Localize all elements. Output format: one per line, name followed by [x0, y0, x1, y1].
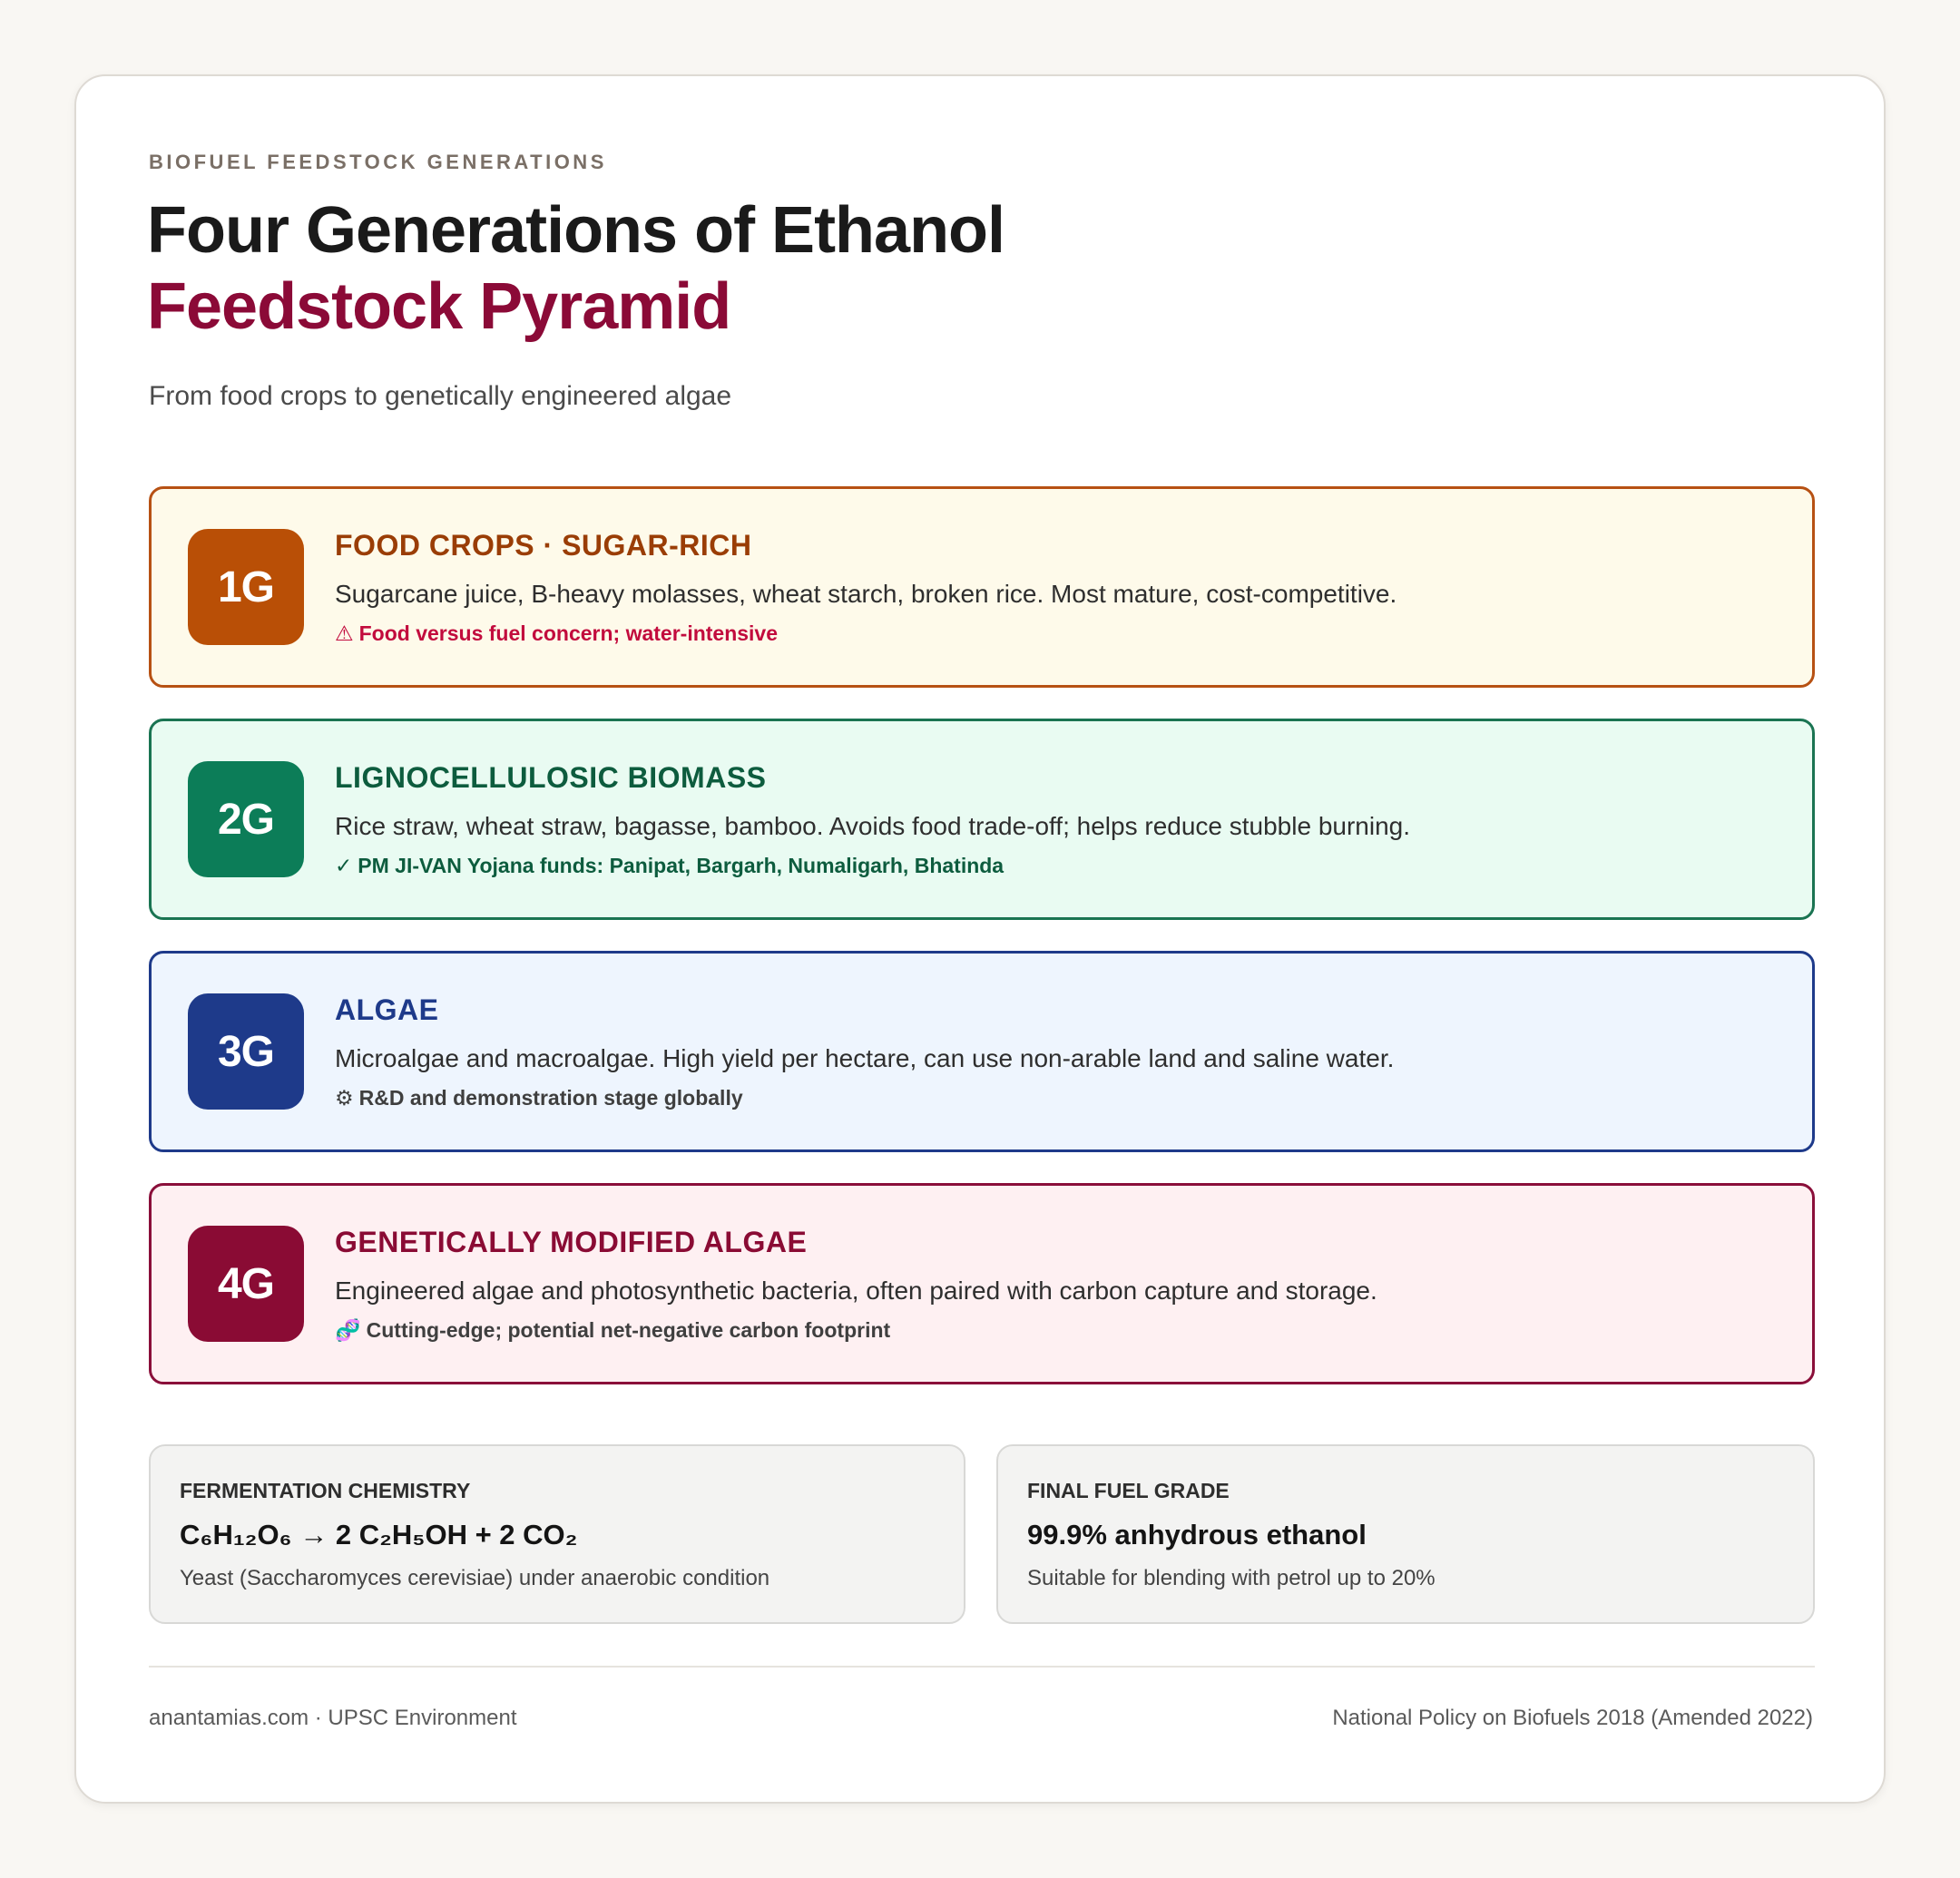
generation-badge: 4G [188, 1226, 304, 1342]
generation-note: ✓PM JI-VAN Yojana funds: Panipat, Bargar… [335, 854, 1004, 878]
generation-note: 🧬Cutting-edge; potential net-negative ca… [335, 1318, 890, 1343]
generation-note: ⚙R&D and demonstration stage globally [335, 1086, 743, 1110]
generation-title: GENETICALLY MODIFIED ALGAE [335, 1226, 808, 1258]
info-subtext: Yeast (Saccharomyces cerevisiae) under a… [180, 1566, 770, 1590]
page-title: Four Generations of Ethanol [147, 194, 1005, 267]
footer-divider [149, 1666, 1815, 1668]
generation-note: ⚠Food versus fuel concern; water-intensi… [335, 621, 778, 646]
gear-icon: ⚙ [335, 1086, 354, 1110]
page-title-highlight: Feedstock Pyramid [147, 270, 731, 343]
generation-description: Engineered algae and photosynthetic bact… [335, 1276, 1377, 1305]
info-subtext: Suitable for blending with petrol up to … [1027, 1566, 1436, 1590]
page-subtitle: From food crops to genetically engineere… [149, 381, 732, 411]
info-label: FINAL FUEL GRADE [1027, 1479, 1230, 1502]
generation-card-2g: 2G LIGNOCELLULOSIC BIOMASS Rice straw, w… [149, 719, 1815, 920]
generation-description: Rice straw, wheat straw, bagasse, bamboo… [335, 812, 1411, 840]
generation-card-3g: 3G ALGAE Microalgae and macroalgae. High… [149, 951, 1815, 1152]
generation-badge: 1G [188, 529, 304, 645]
final-fuel-grade-box: FINAL FUEL GRADE 99.9% anhydrous ethanol… [996, 1444, 1815, 1624]
info-label: FERMENTATION CHEMISTRY [180, 1479, 471, 1502]
warning-icon: ⚠ [335, 621, 354, 645]
generation-description: Microalgae and macroalgae. High yield pe… [335, 1044, 1395, 1072]
generation-badge: 2G [188, 761, 304, 877]
generation-note-text: R&D and demonstration stage globally [358, 1086, 743, 1110]
generation-note-text: Food versus fuel concern; water-intensiv… [358, 621, 779, 645]
checkmark-icon: ✓ [335, 854, 353, 877]
dna-icon: 🧬 [335, 1318, 361, 1342]
generation-note-text: Cutting-edge; potential net-negative car… [366, 1318, 891, 1342]
generation-card-4g: 4G GENETICALLY MODIFIED ALGAE Engineered… [149, 1183, 1815, 1384]
fuel-grade-value: 99.9% anhydrous ethanol [1027, 1519, 1367, 1550]
footer-policy-reference: National Policy on Biofuels 2018 (Amende… [1332, 1706, 1813, 1730]
generation-card-1g: 1G FOOD CROPS · SUGAR-RICH Sugarcane jui… [149, 486, 1815, 688]
infographic-card: BIOFUEL FEEDSTOCK GENERATIONS Four Gener… [74, 74, 1886, 1804]
generation-title: FOOD CROPS · SUGAR-RICH [335, 529, 752, 562]
generation-badge: 3G [188, 993, 304, 1110]
generation-note-text: PM JI-VAN Yojana funds: Panipat, Bargarh… [358, 854, 1004, 877]
footer-source-site: anantamias.com · UPSC Environment [149, 1706, 517, 1730]
chemical-equation: C₆H₁₂O₆ → 2 C₂H₅OH + 2 CO₂ [180, 1519, 578, 1550]
fermentation-chemistry-box: FERMENTATION CHEMISTRY C₆H₁₂O₆ → 2 C₂H₅O… [149, 1444, 965, 1624]
generation-title: ALGAE [335, 993, 439, 1026]
generation-title: LIGNOCELLULOSIC BIOMASS [335, 761, 767, 794]
eyebrow-label: BIOFUEL FEEDSTOCK GENERATIONS [149, 151, 607, 173]
generation-description: Sugarcane juice, B-heavy molasses, wheat… [335, 580, 1397, 608]
